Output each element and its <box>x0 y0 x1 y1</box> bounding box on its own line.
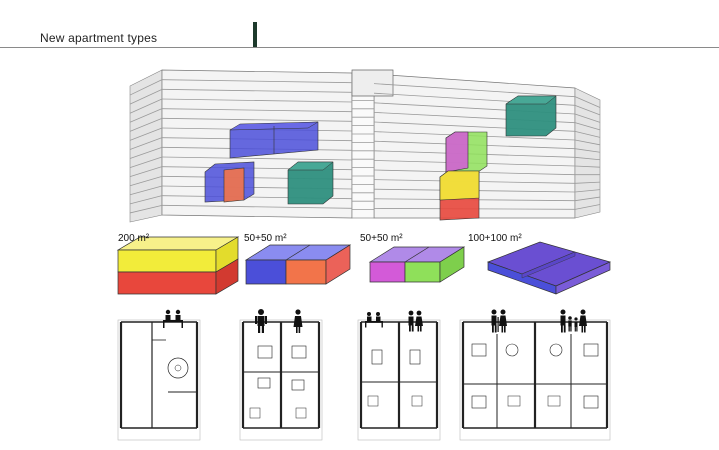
floor-slab-line <box>574 96 601 108</box>
couple-table-icon <box>365 312 383 328</box>
floor-plans <box>117 319 611 441</box>
family-icon <box>560 309 587 333</box>
floor-slab-line <box>129 127 163 141</box>
couple-icon <box>408 310 423 332</box>
floor-slab-line <box>574 204 601 210</box>
accent-bar <box>253 22 257 48</box>
unit-volume-teal-high <box>505 95 557 137</box>
floor-slab-line <box>129 108 163 123</box>
unit-volume-blue-purple <box>229 121 319 159</box>
type-box-50-50-blue-orange <box>244 244 352 285</box>
person-icon <box>293 309 303 333</box>
type-box-200 <box>116 236 240 295</box>
unit-volume-teal-low <box>287 161 334 205</box>
floor-slab-line <box>129 117 163 132</box>
floor-slab-line <box>129 98 163 114</box>
floor-slab-line <box>129 146 163 159</box>
floor-slab-line <box>129 79 163 96</box>
floor-plan-200 <box>117 319 201 441</box>
floor-slab-line <box>161 117 353 122</box>
floor-slab-line <box>161 98 353 103</box>
type-label-50-50-b: 50+50 m² <box>360 233 403 244</box>
unit-volume-blue-orange <box>204 161 255 203</box>
type-label-100-100: 100+100 m² <box>468 233 522 244</box>
floor-plan-100-100 <box>459 319 611 441</box>
type-box-100-100 <box>486 241 612 295</box>
floor-slab-line <box>574 113 601 123</box>
floor-slab-line <box>574 148 601 153</box>
floor-slab-line <box>129 156 163 168</box>
floor-slab-line <box>161 108 353 113</box>
floor-slab-line <box>574 181 601 184</box>
floor-slab-line <box>161 79 353 84</box>
floor-slab-line <box>373 83 576 98</box>
elderly-couple-icon <box>491 309 507 333</box>
floor-slab-line <box>129 195 163 205</box>
floor-slab-line <box>129 175 163 187</box>
floor-slab-line <box>129 88 163 105</box>
floor-slab-line <box>161 88 353 93</box>
floor-slab-line <box>129 204 163 214</box>
floor-slab-line <box>574 104 601 116</box>
floor-slab-line <box>574 165 601 168</box>
floor-slab-line <box>161 156 353 161</box>
person-chef-icon <box>255 309 267 333</box>
floor-slab-line <box>574 189 601 193</box>
unit-volume-magenta-green <box>445 131 488 173</box>
floor-slab-line <box>574 196 601 202</box>
floor-slab-line <box>574 139 601 146</box>
people-icons <box>163 309 587 333</box>
floor-plan-50-50-b <box>357 319 441 441</box>
floor-plan-50-50-a <box>239 319 323 441</box>
floor-slab-line <box>161 204 353 209</box>
type-label-200: 200 m² <box>118 233 150 244</box>
building-axonometric <box>129 69 601 223</box>
page-title: New apartment types <box>40 31 158 45</box>
floor-slab-line <box>129 166 163 178</box>
type-box-50-50-magenta-green <box>368 246 466 283</box>
header-divider <box>0 47 719 48</box>
floor-slab-line <box>574 130 601 138</box>
floor-slab-line <box>129 137 163 150</box>
floor-slab-line <box>574 156 601 161</box>
type-label-50-50-a: 50+50 m² <box>244 233 287 244</box>
floor-slab-line <box>129 185 163 196</box>
dining-table-icon <box>163 309 183 328</box>
unit-volume-yellow-red <box>439 170 480 221</box>
floor-slab-line <box>574 122 601 131</box>
